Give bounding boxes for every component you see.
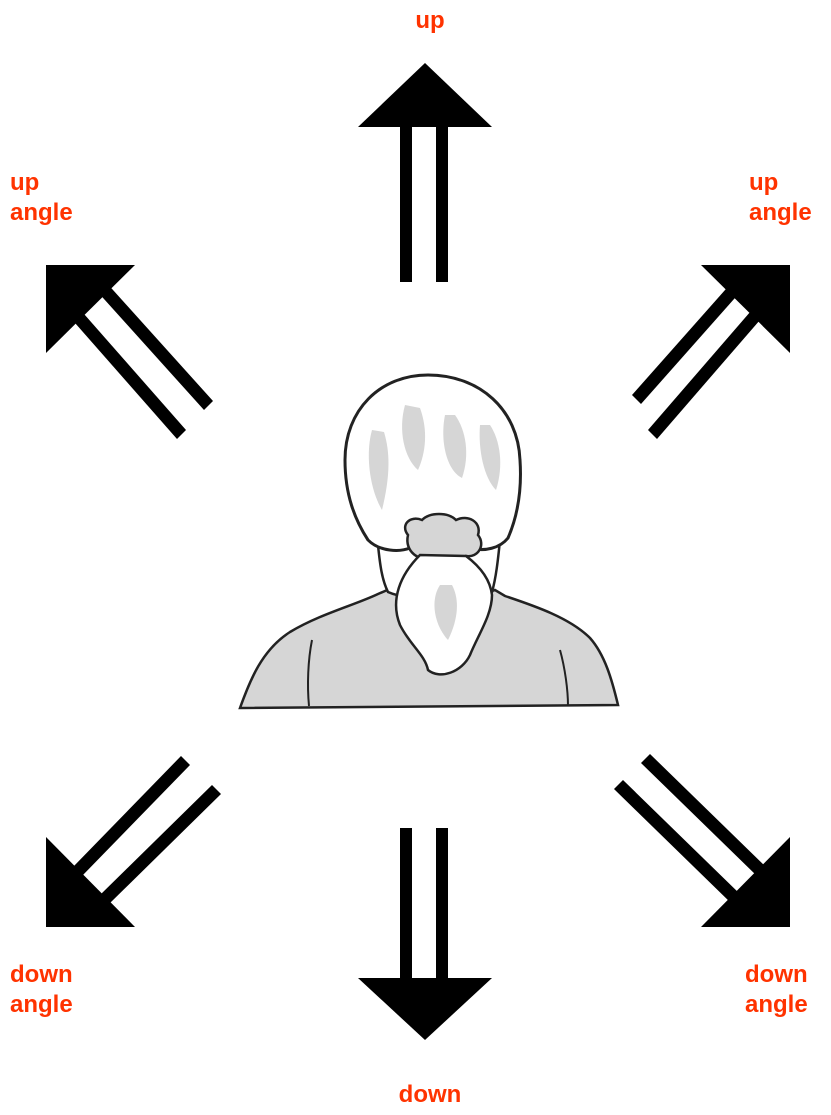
label-down-angle-right-line2: angle [745, 990, 808, 1020]
label-down-angle-left-line1: down [10, 960, 73, 990]
label-up-angle-left-line1: up [10, 168, 73, 198]
label-up-angle-right-line1: up [749, 168, 812, 198]
label-down-angle-right-line1: down [745, 960, 808, 990]
label-up-angle-right: up angle [749, 168, 812, 228]
arrow-down-right-icon [614, 754, 790, 927]
person-back-of-head-icon [240, 375, 618, 708]
label-down-angle-right: down angle [745, 960, 808, 1020]
label-up-angle-left: up angle [10, 168, 73, 228]
arrow-up-icon [358, 63, 492, 282]
label-up-angle-right-line2: angle [749, 198, 812, 228]
label-up-text: up [395, 6, 465, 36]
label-down-angle-left-line2: angle [10, 990, 73, 1020]
label-up: up [395, 6, 465, 36]
arrow-down-icon [358, 828, 492, 1040]
label-down-angle-left: down angle [10, 960, 73, 1020]
arrow-up-right-icon [632, 265, 790, 439]
label-down: down [380, 1080, 480, 1110]
label-down-text: down [380, 1080, 480, 1110]
label-up-angle-left-line2: angle [10, 198, 73, 228]
arrow-down-left-icon [46, 756, 221, 927]
arrow-up-left-icon [46, 265, 213, 439]
